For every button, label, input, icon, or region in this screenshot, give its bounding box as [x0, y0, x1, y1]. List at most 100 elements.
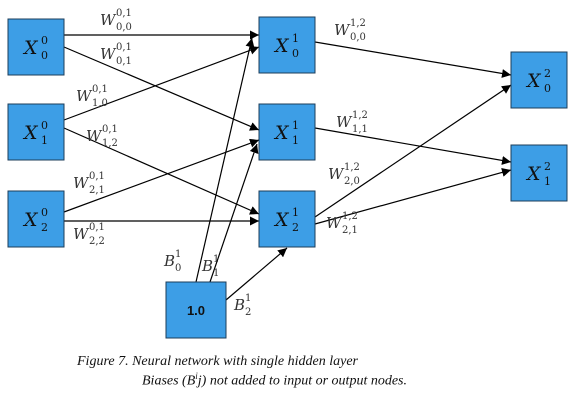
node-sup: 0 — [41, 206, 48, 219]
weight-sup: 1,2 — [344, 162, 360, 173]
edges — [63, 30, 512, 301]
weight-sup: 1 — [213, 254, 219, 265]
weight-sup: 0,1 — [102, 124, 118, 135]
node-sub: 1 — [544, 175, 551, 188]
node-box — [510, 51, 568, 109]
caption-line-2: Biases (Bij) not added to input or outpu… — [142, 371, 407, 390]
node-sub: 1 — [41, 134, 48, 147]
weight-sup: 1,2 — [352, 110, 368, 121]
weight-sub: 0,1 — [116, 56, 132, 67]
weight-sub: 2 — [245, 307, 251, 318]
node-sup: 0 — [41, 119, 48, 132]
weight-sup: 0,1 — [89, 171, 105, 182]
weight-var: W — [73, 225, 90, 243]
weight-var: B — [201, 257, 213, 275]
node-sup: 1 — [292, 119, 299, 132]
node-label: 1.0 — [187, 303, 205, 318]
weight-var: B — [233, 296, 245, 314]
node-box — [7, 18, 65, 76]
caption-line-1: Figure 7. Neural network with single hid… — [77, 354, 359, 369]
weight-sup: 1 — [245, 293, 251, 304]
weight-sub: 0,0 — [116, 22, 132, 33]
weight-var: W — [73, 174, 90, 192]
node-sup: 1 — [292, 32, 299, 45]
weight-sub: 2,1 — [342, 225, 358, 236]
weight-sub: 1,1 — [352, 124, 368, 135]
weight-sup: 0,1 — [89, 222, 105, 233]
node-box — [7, 103, 65, 161]
node-sup: 2 — [544, 67, 551, 80]
edge-x10-to-x20 — [314, 41, 512, 78]
node-sub: 0 — [292, 47, 299, 60]
node-box — [258, 103, 316, 161]
weight-var: W — [86, 127, 103, 145]
weight-sub: 0 — [175, 263, 181, 274]
node-box — [7, 190, 65, 248]
weight-var: W — [328, 165, 345, 183]
weight-sub: 1,0 — [92, 98, 108, 109]
node-var: X — [22, 37, 39, 59]
weight-sup: 1,2 — [342, 211, 358, 222]
weight-sub: 0,0 — [350, 32, 366, 43]
edge-x11-to-x21 — [314, 127, 512, 165]
weight-var: W — [326, 214, 343, 232]
caption-suffix: ) not added to input or output nodes. — [201, 373, 407, 389]
weight-sub: 1,2 — [102, 138, 118, 149]
weight-var: W — [334, 21, 351, 39]
weight-sup: 0,1 — [116, 8, 132, 19]
caption-sub: j — [197, 373, 202, 389]
node-sub: 0 — [41, 49, 48, 62]
edge-x12-to-x20 — [314, 84, 512, 218]
weight-var: W — [336, 113, 353, 131]
weight-sub: 2,2 — [89, 236, 105, 247]
node-sup: 2 — [544, 160, 551, 173]
node-sub: 1 — [292, 134, 299, 147]
node-var: X — [525, 70, 542, 92]
node-var: X — [22, 209, 39, 231]
node-bias: 1.0 — [165, 281, 227, 339]
edge-x01-to-x10 — [63, 45, 260, 121]
edge-x12-to-x21 — [314, 168, 512, 225]
weight-var: B — [163, 252, 175, 270]
node-box — [165, 281, 227, 339]
node-var: X — [273, 35, 290, 57]
caption-sup: i — [195, 371, 198, 381]
edge-x02-to-x11 — [63, 138, 260, 213]
weight-sup: 0,1 — [116, 42, 132, 53]
node-box — [258, 190, 316, 248]
caption-prefix: Biases (B — [142, 373, 196, 389]
node-var: X — [22, 122, 39, 144]
edge-x00-to-x11 — [63, 46, 260, 131]
node-sub: 2 — [292, 221, 299, 234]
edge-bias-to-x10 — [195, 37, 255, 283]
node-box — [258, 16, 316, 74]
weight-sub: 1 — [213, 268, 219, 279]
edge-x01-to-x12 — [63, 127, 260, 215]
edge-bias-to-x11 — [209, 143, 259, 283]
node-box — [510, 144, 568, 202]
weight-sup: 0,1 — [92, 84, 108, 95]
edge-bias-to-x12 — [225, 247, 288, 301]
